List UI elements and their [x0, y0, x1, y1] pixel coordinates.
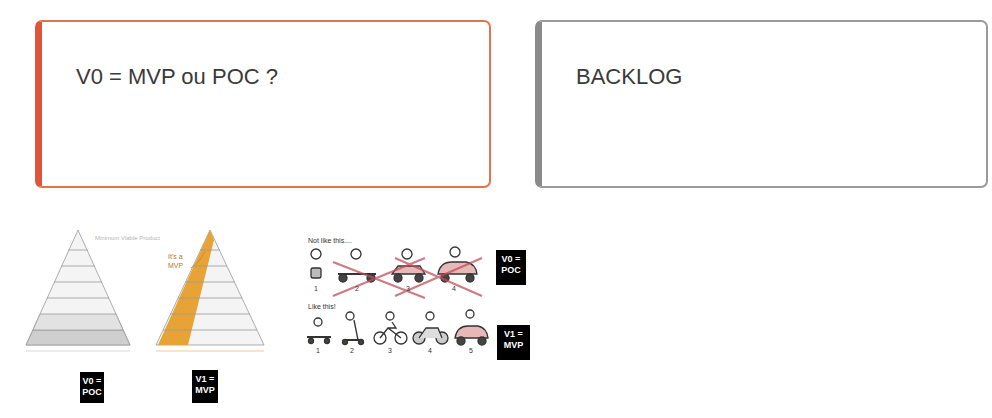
step-number: 3	[388, 346, 392, 355]
cross-out	[333, 258, 482, 298]
version-tag: V0 = POC	[80, 372, 104, 403]
card-title: BACKLOG	[576, 64, 682, 90]
step-number: 2	[350, 346, 354, 355]
step-number: 1	[314, 284, 318, 293]
step-number: 2	[355, 284, 359, 293]
step-number: 3	[406, 284, 410, 293]
card-title: V0 = MVP ou POC ?	[76, 64, 278, 90]
caption-text: Like this!	[308, 302, 336, 311]
caption-text: Not like this....	[308, 236, 352, 245]
tag-text: V1 = MVP	[192, 374, 218, 396]
tag-text: V0 = POC	[80, 376, 104, 398]
tag-text: V0 = POC	[496, 254, 526, 276]
step-number: 4	[428, 346, 432, 355]
backlog-card: V0 = MVP ou POC ?	[35, 20, 491, 188]
tag-text: V1 = MVP	[497, 329, 530, 351]
version-tag: V0 = POC	[496, 250, 526, 285]
pyramid	[26, 230, 130, 351]
step-number: 1	[316, 346, 320, 355]
faint-title: Minimum Viable Product	[95, 234, 160, 242]
version-tag: V1 = MVP	[192, 370, 218, 403]
vehicle-sketch	[311, 247, 477, 282]
vehicle-sketch	[307, 310, 488, 345]
backlog-card: BACKLOG	[535, 20, 988, 188]
pyramid	[156, 230, 264, 351]
step-number: 4	[452, 284, 456, 293]
callout-text: It's a MVP	[168, 252, 194, 270]
version-tag: V1 = MVP	[497, 325, 530, 360]
step-number: 5	[469, 346, 473, 355]
